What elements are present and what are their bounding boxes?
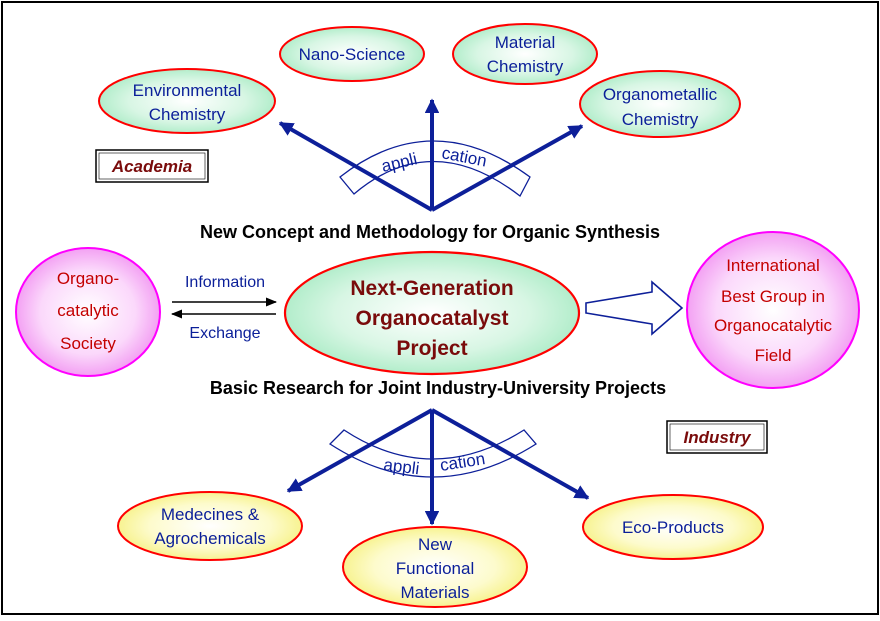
goal-line1: International	[726, 256, 820, 275]
project-line1: Next-Generation	[350, 277, 513, 300]
environmental-chemistry-line1: Environmental	[133, 81, 242, 100]
project-line3: Project	[396, 337, 467, 360]
environmental-chemistry-line2: Chemistry	[149, 105, 226, 124]
project-line2: Organocatalyst	[356, 307, 509, 330]
bottom-application-part1: appli	[383, 455, 421, 478]
top-arrows	[278, 98, 584, 212]
functional-materials-line1: New	[418, 535, 453, 554]
functional-materials-node: New Functional Materials	[342, 526, 528, 608]
bottom-arrows	[286, 408, 590, 526]
organometallic-chemistry-line2: Chemistry	[622, 110, 699, 129]
material-chemistry-line1: Material	[495, 33, 555, 52]
medicines-line2: Agrochemicals	[154, 529, 266, 548]
medicines-node: Medecines & Agrochemicals	[117, 491, 303, 561]
top-application-arc	[339, 140, 531, 197]
nano-science-label: Nano-Science	[299, 45, 406, 64]
industry-box: Industry	[666, 420, 768, 454]
goal-line3: Organocatalytic	[714, 316, 833, 335]
center-project-node: Next-Generation Organocatalyst Project	[283, 250, 581, 376]
society-line3: Society	[60, 334, 116, 353]
bottom-application-arc	[328, 429, 537, 478]
society-line1: Organo-	[57, 269, 119, 288]
organometallic-chemistry-node: Organometallic Chemistry	[579, 70, 741, 138]
information-label: Information	[185, 274, 265, 291]
organometallic-chemistry-line1: Organometallic	[603, 85, 718, 104]
nano-science-node: Nano-Science	[279, 26, 425, 82]
academia-box: Academia	[95, 149, 209, 183]
arrow-to-eco-products	[431, 408, 590, 500]
top-application-part2: cation	[440, 143, 488, 170]
academia-label: Academia	[111, 157, 192, 176]
medicines-line1: Medecines &	[161, 505, 260, 524]
eco-products-node: Eco-Products	[582, 494, 764, 560]
bottom-heading: Basic Research for Joint Industry-Univer…	[210, 378, 666, 398]
society-line2: catalytic	[57, 301, 119, 320]
organocatalytic-society-node: Organo- catalytic Society	[15, 247, 161, 377]
arrow-to-environmental	[278, 121, 433, 212]
eco-products-label: Eco-Products	[622, 518, 724, 537]
top-heading: New Concept and Methodology for Organic …	[200, 222, 660, 242]
hollow-arrow-to-goal	[585, 280, 684, 336]
bottom-application-part2: cation	[439, 449, 487, 475]
international-group-node: International Best Group in Organocataly…	[686, 231, 860, 389]
material-chemistry-node: Material Chemistry	[452, 23, 598, 85]
arrow-to-medicines	[286, 408, 433, 493]
material-chemistry-line2: Chemistry	[487, 57, 564, 76]
exchange-label: Exchange	[189, 325, 260, 342]
goal-line2: Best Group in	[721, 287, 825, 306]
functional-materials-line2: Functional	[396, 559, 474, 578]
industry-label: Industry	[683, 428, 752, 447]
arrow-to-organometallic	[431, 124, 584, 212]
functional-materials-line3: Materials	[401, 583, 470, 602]
goal-line4: Field	[755, 346, 792, 365]
environmental-chemistry-node: Environmental Chemistry	[98, 68, 276, 134]
